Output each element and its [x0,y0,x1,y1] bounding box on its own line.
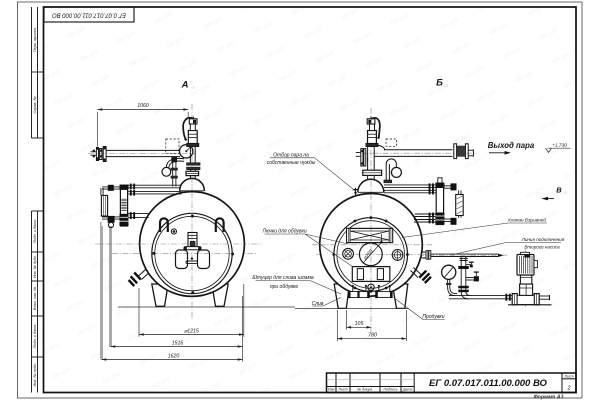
svg-text:Штуцер для слива шлама: Штуцер для слива шлама [252,275,314,281]
svg-text:Линия подключения: Линия подключения [521,237,565,242]
svg-text:(2): (2) [563,191,567,195]
svg-text:1516: 1516 [172,340,184,346]
svg-text:Клапан Взрывной: Клапан Взрывной [508,217,546,223]
svg-text:105: 105 [355,321,364,327]
svg-text:ЕГ 0.07.017.011.00.000 ВО: ЕГ 0.07.017.011.00.000 ВО [52,11,126,17]
svg-text:Подп. и дата: Подп. и дата [33,220,37,244]
svg-text:А: А [181,80,189,91]
svg-text:Перв. примен.: Перв. примен. [33,27,37,52]
svg-text:В: В [556,186,562,195]
svg-text:+1,730: +1,730 [552,142,567,148]
svg-text:Второго насоса: Второго насоса [524,245,560,250]
svg-text:Слив: Слив [312,301,324,307]
svg-text:Подпись: Подпись [383,388,397,392]
svg-text:Справ. №: Справ. № [33,96,37,113]
svg-text:Лист: Лист [337,388,347,392]
svg-text:Дата: Дата [402,388,412,392]
svg-text:Инв. № подл.: Инв. № подл. [33,363,37,387]
svg-text:собственные нужды: собственные нужды [267,160,316,166]
svg-text:при обдувке: при обдувке [270,284,299,290]
svg-text:780: 780 [368,332,377,338]
svg-text:№ докум.: № докум. [357,388,373,392]
svg-text:Выход пара: Выход пара [488,141,535,150]
svg-text:1620: 1620 [168,353,180,359]
svg-text:Продувки: Продувки [422,314,444,320]
svg-text:Формат А3: Формат А3 [534,394,564,400]
svg-text:Подп. и дата: Подп. и дата [33,325,37,349]
svg-text:Лючки для обдувки: Лючки для обдувки [261,229,307,235]
svg-text:2: 2 [566,386,570,392]
svg-text:(2): (2) [444,84,448,88]
svg-text:ЕГ 0.07.017.011.00.000 ВО: ЕГ 0.07.017.011.00.000 ВО [429,378,548,389]
svg-text:Б: Б [436,78,443,89]
svg-text:⌀1215: ⌀1215 [184,328,199,334]
svg-text:(2): (2) [191,86,195,90]
svg-text:Изм: Изм [328,388,335,392]
svg-text:1060: 1060 [137,103,149,109]
svg-text:Отбор пара на: Отбор пара на [273,152,309,158]
svg-text:Лист: Лист [563,375,573,379]
svg-text:Взам. инв. №: Взам. инв. № [33,287,37,310]
svg-text:Инв. № дубл.: Инв. № дубл. [33,255,37,278]
